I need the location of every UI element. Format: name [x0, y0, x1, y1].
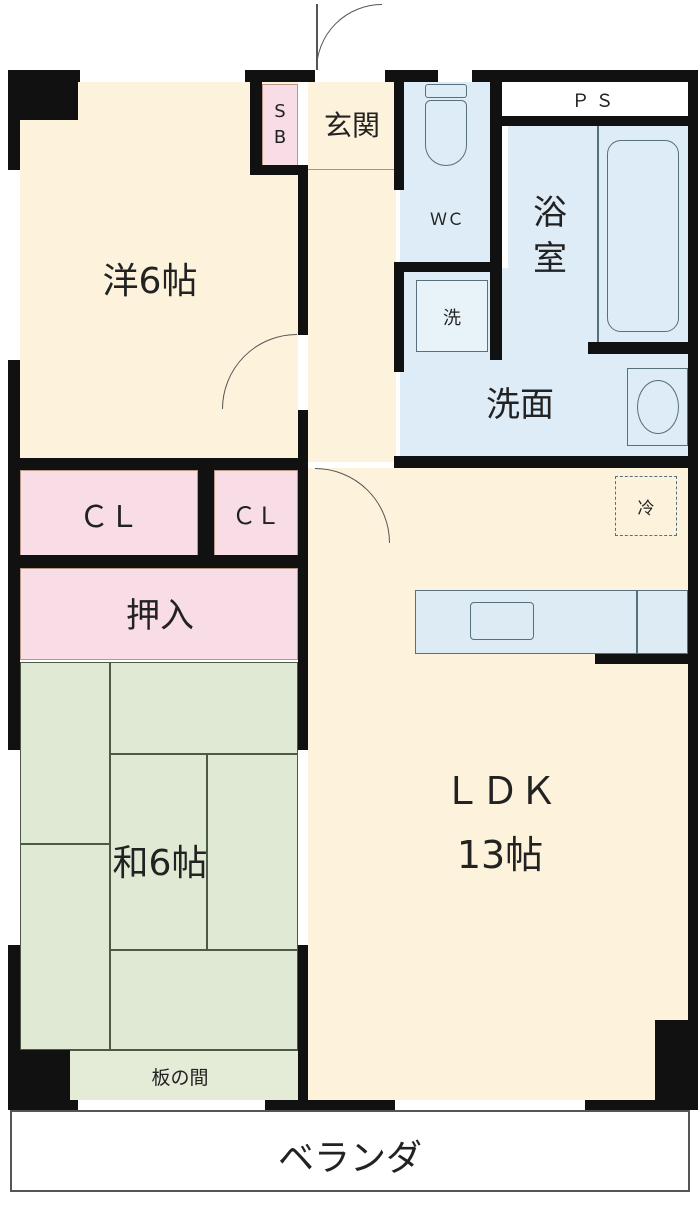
western-room-label: 洋6帖	[102, 261, 198, 302]
veranda-label: ベランダ	[277, 1138, 422, 1179]
tatami-mat	[110, 754, 207, 950]
oshiire-label: 押入	[126, 595, 194, 636]
itanoma-floor	[70, 1050, 298, 1100]
washer-label: 洗	[443, 308, 461, 329]
japanese-room-label: 和6帖	[112, 843, 208, 884]
wall	[245, 70, 315, 82]
kitchen-counter	[415, 590, 688, 654]
closet-1	[20, 470, 198, 556]
entrance-label: 玄関	[323, 109, 380, 142]
toilet-tank	[425, 84, 467, 98]
bath-divider	[597, 126, 599, 344]
ldk-label: ＬＤＫ 13帖	[442, 769, 557, 877]
wall	[595, 654, 688, 664]
wall	[8, 70, 20, 170]
wall	[8, 458, 308, 470]
itanoma-label: 板の間	[151, 1066, 209, 1089]
wall	[688, 70, 698, 1110]
bathtub-icon	[607, 140, 679, 332]
ldk-room	[308, 468, 688, 1100]
wall	[585, 1100, 698, 1110]
wall	[394, 262, 502, 272]
wall	[250, 70, 262, 175]
fridge-space	[615, 476, 677, 536]
tatami-mat	[207, 754, 298, 950]
wall	[198, 458, 214, 558]
wall	[250, 165, 308, 175]
entrance-area	[308, 82, 396, 170]
front-door-leaf	[316, 4, 318, 70]
wall	[655, 1020, 698, 1110]
wall	[394, 456, 698, 468]
wall	[385, 70, 438, 82]
wall	[394, 262, 404, 372]
wall	[8, 1100, 78, 1110]
toilet-icon	[425, 100, 467, 166]
tatami-mat	[110, 662, 298, 754]
wall	[265, 1100, 395, 1110]
tatami-mat	[20, 844, 110, 1050]
wall	[394, 70, 404, 190]
counter-divider	[636, 590, 638, 654]
closet-2-label: ＣＬ	[232, 501, 280, 530]
shoe-box-label: S B	[273, 101, 287, 148]
wall	[472, 70, 698, 82]
wall	[502, 116, 698, 126]
washroom-label: 洗面	[486, 384, 554, 425]
wall	[298, 945, 308, 1105]
bath-label: 浴 室	[533, 193, 567, 279]
wc-label: ＷＣ	[430, 209, 464, 230]
sink-icon	[627, 368, 688, 446]
ps-area	[503, 82, 688, 118]
japanese-room	[20, 662, 298, 1100]
washer-pan	[416, 280, 488, 352]
wall	[588, 342, 698, 354]
wall	[490, 70, 502, 360]
tatami-mat	[110, 950, 298, 1050]
fridge-label: 冷	[637, 498, 655, 519]
wall	[8, 555, 308, 568]
shoe-box	[262, 84, 298, 166]
wall	[298, 165, 308, 335]
ps-label: ＰＳ	[571, 91, 620, 112]
closet-2	[214, 470, 298, 556]
basin-icon	[637, 380, 679, 434]
wall	[298, 410, 308, 750]
tatami-mat	[20, 662, 110, 844]
closet-1-label: ＣＬ	[79, 500, 139, 535]
oshiire	[20, 568, 298, 660]
veranda	[10, 1110, 690, 1192]
kitchen-sink-icon	[470, 602, 534, 640]
